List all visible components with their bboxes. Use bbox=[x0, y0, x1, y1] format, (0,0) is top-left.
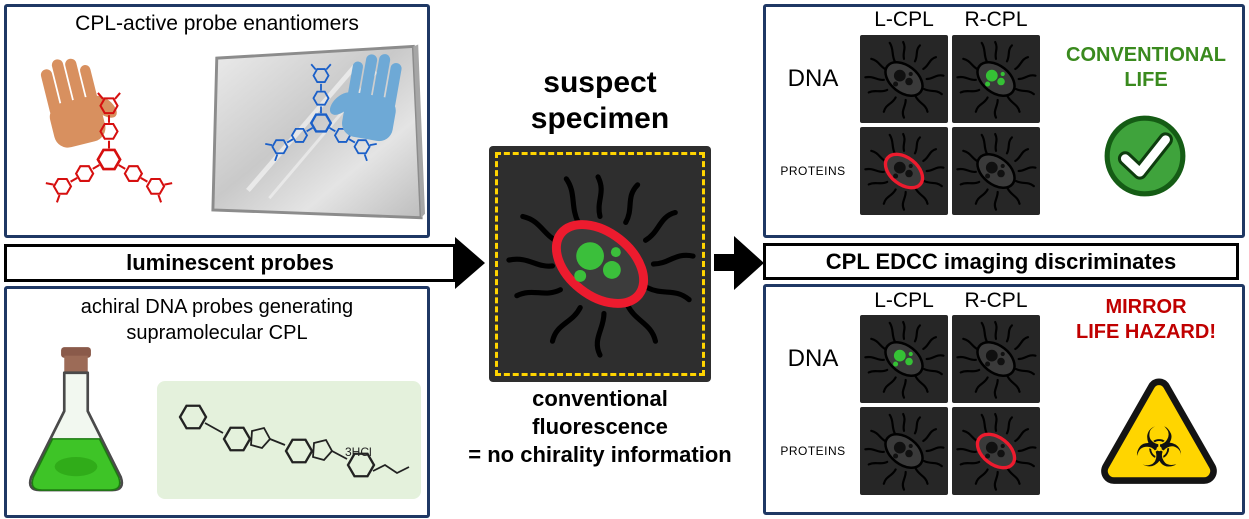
edcc-banner: CPL EDCC imaging discriminates bbox=[763, 243, 1239, 280]
panel-mirror-life: L-CPL R-CPL DNA PROTEINS MIRROR LIFE HAZ… bbox=[763, 284, 1245, 515]
cell-proteins-lcpl bbox=[860, 407, 948, 495]
column-header-lcpl: L-CPL bbox=[874, 8, 934, 31]
panel-text-line2: supramolecular CPL bbox=[126, 322, 308, 344]
flow-arrow-icon bbox=[734, 236, 764, 290]
selection-dashed-border bbox=[495, 152, 705, 376]
flow-arrow-icon bbox=[455, 237, 485, 289]
verdict-line2: LIFE bbox=[1124, 69, 1168, 91]
center-title-line2: specimen bbox=[530, 102, 670, 135]
salt-label: 3HCl bbox=[345, 445, 372, 459]
biohazard-warning-icon: ☣ bbox=[1096, 375, 1222, 491]
cell-proteins-rcpl bbox=[952, 127, 1040, 215]
verdict-text: MIRROR LIFE HAZARD! bbox=[1052, 295, 1240, 345]
verdict-line2: LIFE HAZARD! bbox=[1076, 321, 1216, 343]
verdict-text: CONVENTIONAL LIFE bbox=[1052, 43, 1240, 93]
cell-proteins-lcpl bbox=[860, 127, 948, 215]
panel-title: CPL-active probe enantiomers bbox=[75, 12, 359, 35]
banner-label: luminescent probes bbox=[126, 250, 334, 275]
banner-label: CPL EDCC imaging discriminates bbox=[825, 248, 1177, 274]
checkmark-icon bbox=[1102, 113, 1188, 199]
center-caption: conventional fluorescence = no chirality… bbox=[430, 385, 770, 469]
cell-dna-rcpl bbox=[952, 35, 1040, 123]
flow-arrow-bar bbox=[714, 254, 734, 271]
cell-dna-rcpl bbox=[952, 315, 1040, 403]
panel-text: achiral DNA probes generating supramolec… bbox=[7, 294, 427, 346]
center-title-line1: suspect bbox=[543, 66, 657, 99]
panel-dna-probes: achiral DNA probes generating supramolec… bbox=[4, 286, 430, 518]
verdict-line1: CONVENTIONAL bbox=[1066, 44, 1226, 66]
column-header-rcpl: R-CPL bbox=[964, 289, 1028, 312]
row-label-dna: DNA bbox=[787, 65, 839, 92]
flask-icon bbox=[17, 345, 135, 505]
column-header-rcpl: R-CPL bbox=[964, 8, 1028, 31]
luminescent-probes-banner: luminescent probes bbox=[4, 244, 456, 282]
cell-proteins-rcpl bbox=[952, 407, 1040, 495]
verdict-line1: MIRROR bbox=[1105, 296, 1187, 318]
row-label-proteins: PROTEINS bbox=[780, 444, 846, 458]
right-hand-icon bbox=[321, 41, 419, 152]
panel-text-line1: achiral DNA probes generating bbox=[80, 296, 354, 318]
panel-probe-enantiomers: CPL-active probe enantiomers bbox=[4, 4, 430, 238]
svg-text:☣: ☣ bbox=[1134, 416, 1183, 480]
row-label-dna: DNA bbox=[787, 345, 839, 372]
cell-dna-lcpl bbox=[860, 35, 948, 123]
caption-line1: conventional bbox=[532, 386, 668, 411]
caption-line2: fluorescence bbox=[532, 414, 668, 439]
panel-conventional-life: L-CPL R-CPL DNA PROTEINS CONVENTIONAL LI… bbox=[763, 4, 1245, 238]
bacterium-icon bbox=[501, 158, 699, 370]
red-enantiomer-molecule-icon bbox=[9, 87, 209, 232]
row-label-proteins: PROTEINS bbox=[780, 164, 846, 178]
dna-probe-structure: 3HCl bbox=[157, 381, 421, 499]
cell-dna-lcpl bbox=[860, 315, 948, 403]
specimen-image bbox=[489, 146, 711, 382]
caption-line3: = no chirality information bbox=[468, 442, 732, 467]
column-header-lcpl: L-CPL bbox=[874, 289, 934, 312]
